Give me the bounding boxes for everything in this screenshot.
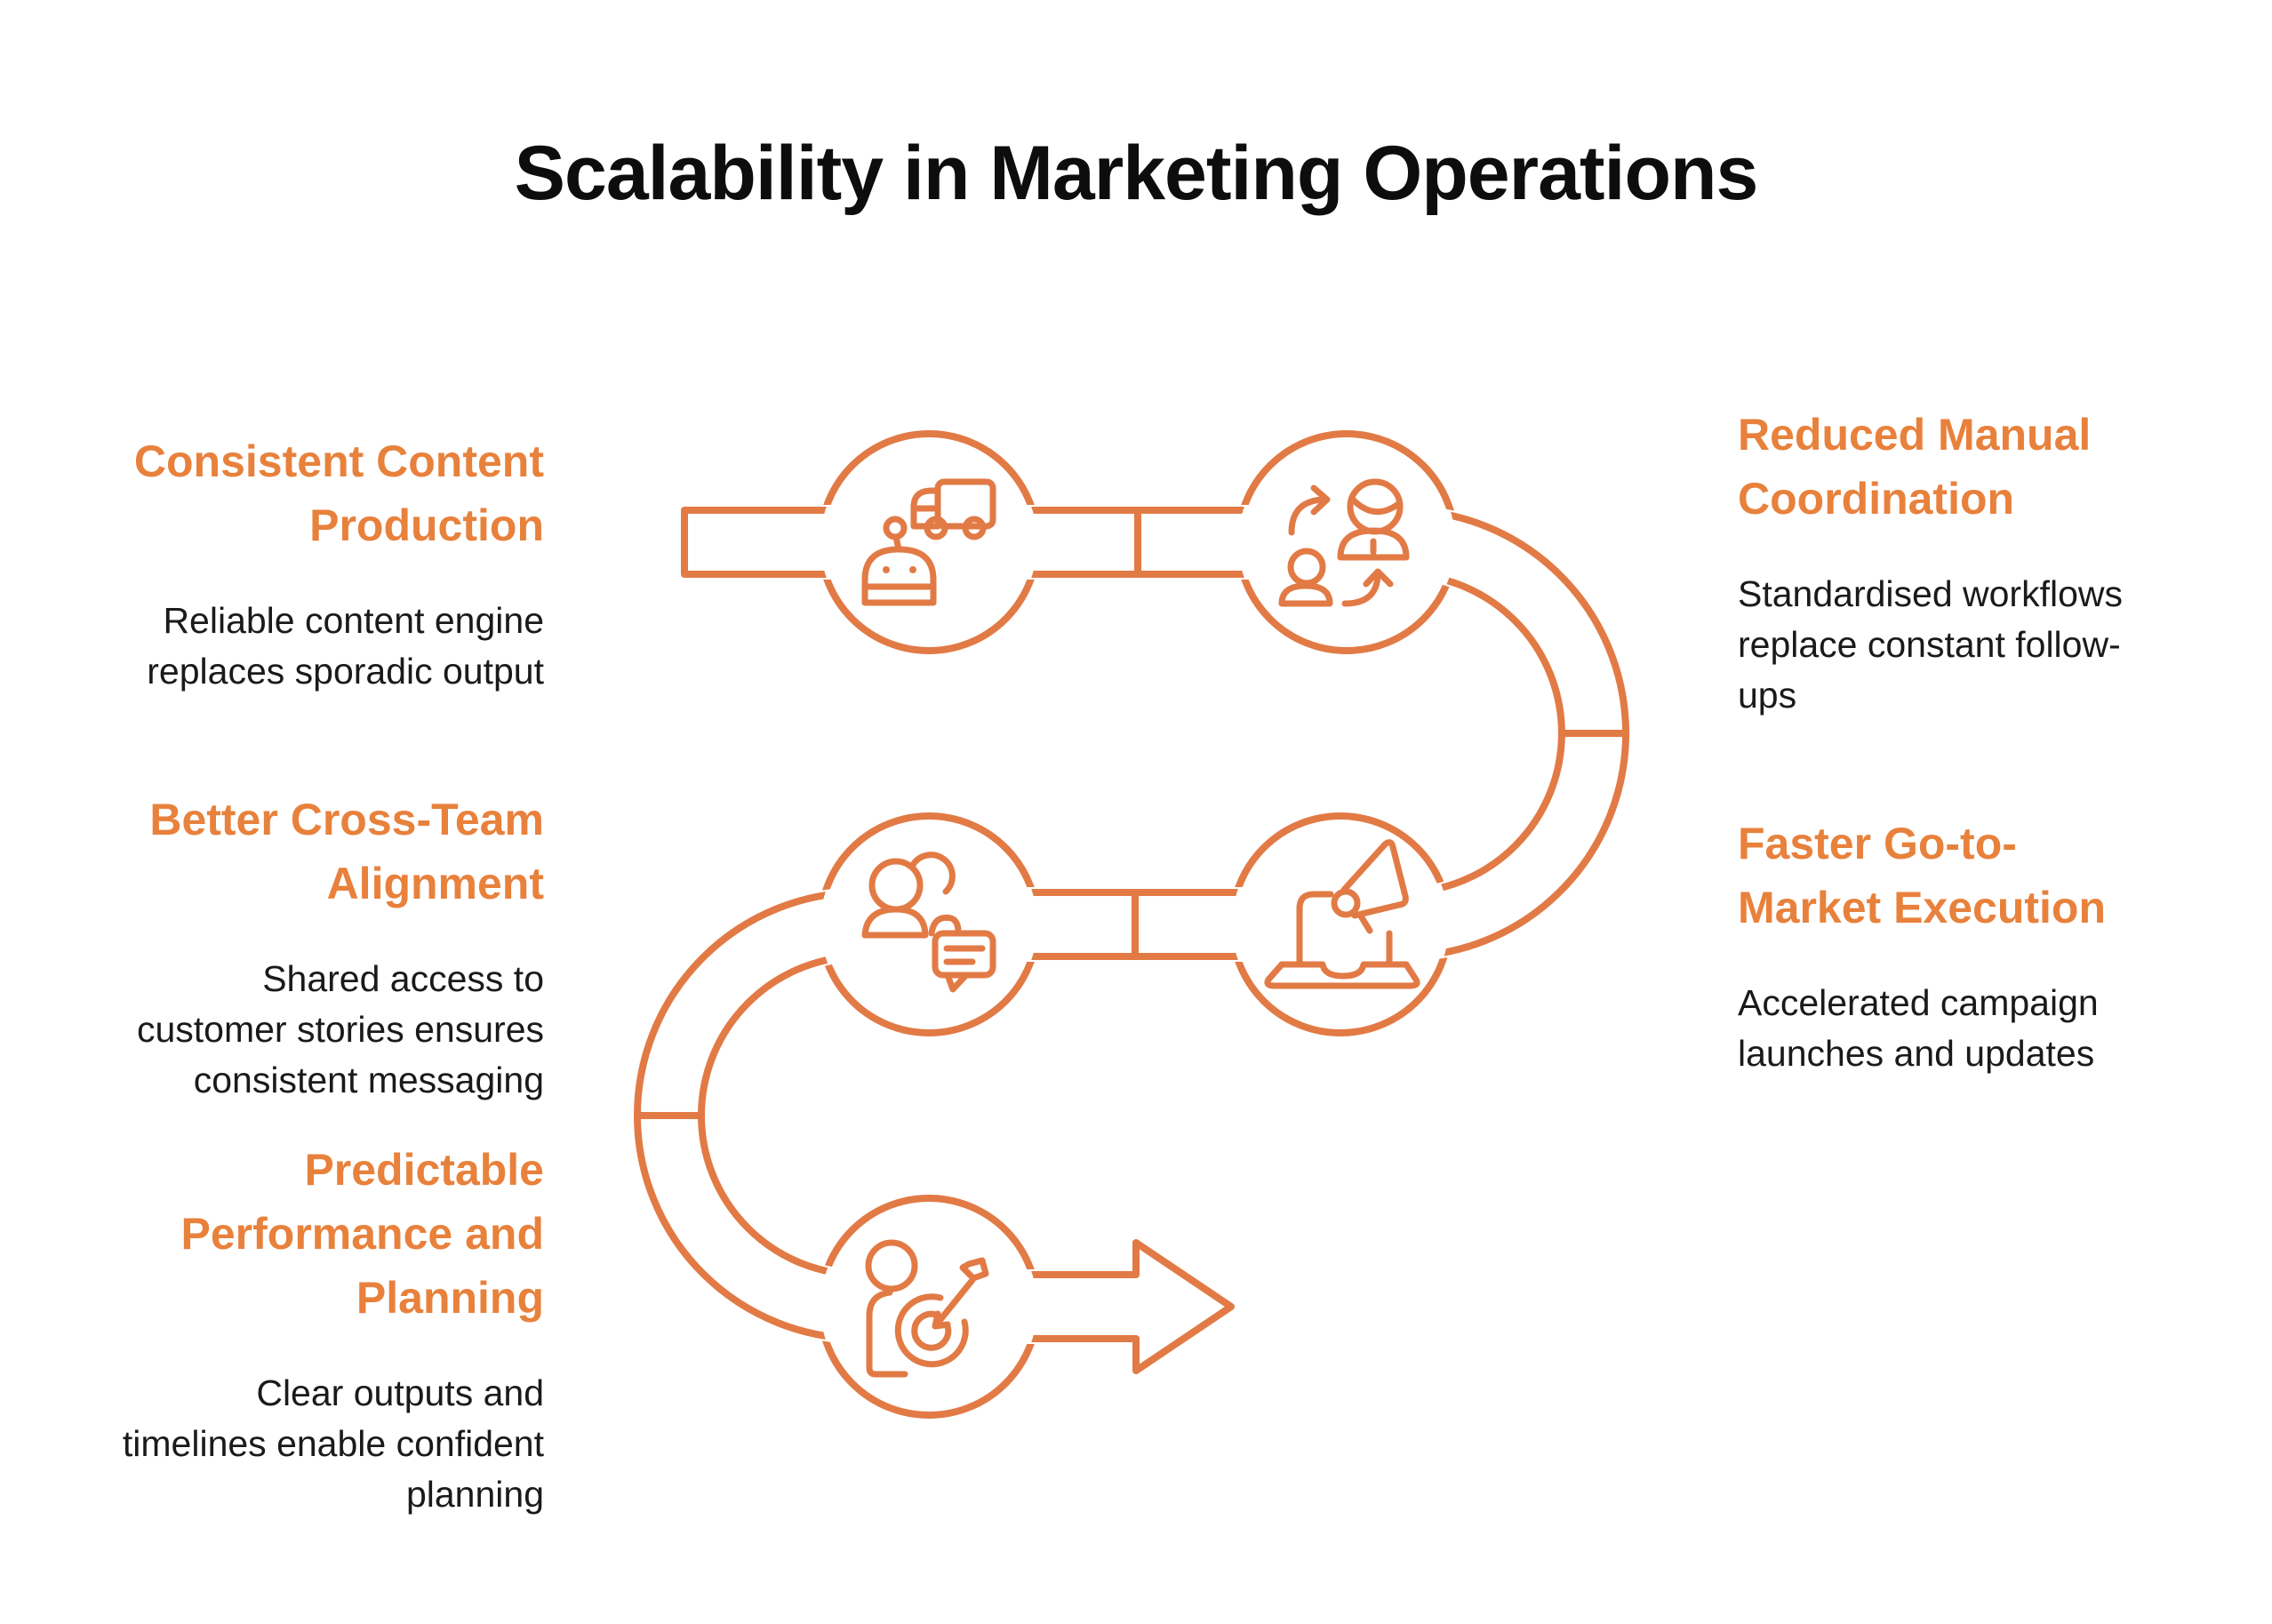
benefit-heading: Reduced Manual Coordination	[1738, 410, 2092, 524]
benefit-heading: Faster Go-to- Market Execution	[1738, 819, 2107, 932]
benefit-block-consistent-content: Consistent Content Production Reliable c…	[34, 413, 544, 713]
node-circle	[1228, 812, 1452, 1036]
robot-truck-icon	[861, 478, 996, 606]
benefit-body: Clear outputs and timelines enable confi…	[122, 1372, 544, 1515]
benefit-body: Accelerated campaign launches and update…	[1738, 982, 2099, 1074]
node-circle	[817, 812, 1041, 1036]
node-circle	[1235, 430, 1459, 654]
node-circle	[817, 430, 1041, 654]
benefit-heading: Better Cross-Team Alignment	[149, 795, 544, 908]
ribbon-dividers	[634, 507, 1629, 1119]
benefit-block-faster-gtm: Faster Go-to- Market Execution Accelerat…	[1738, 796, 2193, 1095]
team-chat-icon	[861, 852, 996, 993]
laptop-megaphone-icon	[1264, 839, 1420, 989]
ribbon-path	[634, 507, 1629, 1374]
node-circle	[817, 1195, 1041, 1419]
flow-nodes	[817, 430, 1459, 1419]
benefit-body: Reliable content engine replaces sporadi…	[147, 600, 544, 692]
flow-ribbon	[634, 507, 1629, 1374]
benefit-block-predictable-performance: Predictable Performance and Planning Cle…	[34, 1122, 544, 1536]
benefit-block-reduced-coordination: Reduced Manual Coordination Standardised…	[1738, 387, 2193, 737]
benefit-heading: Predictable Performance and Planning	[180, 1145, 544, 1323]
benefit-block-cross-team: Better Cross-Team Alignment Shared acces…	[34, 772, 544, 1122]
benefit-body: Standardised workflows replace constant …	[1738, 573, 2123, 716]
benefit-body: Shared access to customer stories ensure…	[136, 958, 544, 1100]
people-handoff-icon	[1278, 478, 1410, 607]
person-target-icon	[865, 1239, 989, 1378]
benefit-heading: Consistent Content Production	[133, 436, 544, 550]
page-title: Scalability in Marketing Operations	[514, 131, 1759, 216]
